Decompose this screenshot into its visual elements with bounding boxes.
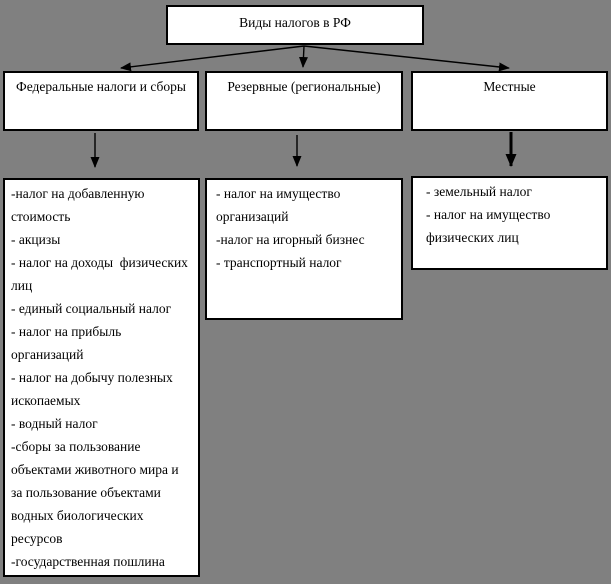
branch-box-local: Местные [411,71,608,131]
detail-box-regional: - налог на имущество организаций -налог … [205,178,403,320]
detail-box-federal: -налог на добавленную стоимость - акцизы… [3,178,200,577]
title-box: Виды налогов в РФ [166,5,424,45]
list-line: -государственная пошлина [11,554,165,569]
list-line: ресурсов [11,531,63,546]
list-line: объектами животного мира и [11,462,179,477]
list-line: лиц [11,278,33,293]
list-line: ископаемых [11,393,81,408]
arrow-title-to-regional [298,45,308,68]
branch-label-regional: Резервные (региональные) [227,79,381,94]
list-line: - налог на имущество [216,186,341,201]
list-line: - единый социальный налог [11,301,172,316]
list-line: - налог на добычу полезных [11,370,173,385]
list-line: - налог на имущество [426,207,551,222]
list-line: -сборы за пользование [11,439,141,454]
list-line: -налог на добавленную [11,186,145,201]
list-line: - транспортный налог [216,255,342,270]
list-line: - водный налог [11,416,98,431]
branch-box-federal: Федеральные налоги и сборы [3,71,199,131]
list-line: водных биологических [11,508,144,523]
diagram-title: Виды налогов в РФ [239,15,351,30]
list-line: - земельный налог [426,184,532,199]
list-line: организаций [11,347,84,362]
list-line: - акцизы [11,232,61,247]
detail-box-local: - земельный налог - налог на имущество ф… [411,176,608,270]
arrow-title-to-federal [120,45,305,72]
list-line: - налог на доходы физических [11,255,188,270]
list-line: физических лиц [426,230,519,245]
branch-label-federal: Федеральные налоги и сборы [16,79,186,94]
list-line: стоимость [11,209,71,224]
branch-label-local: Местные [483,79,536,94]
list-line: организаций [216,209,289,224]
branch-box-regional: Резервные (региональные) [205,71,403,131]
list-line: -налог на игорный бизнес [216,232,365,247]
arrow-title-to-local [303,45,510,72]
list-line: за пользование объектами [11,485,161,500]
list-line: - налог на прибыль [11,324,122,339]
